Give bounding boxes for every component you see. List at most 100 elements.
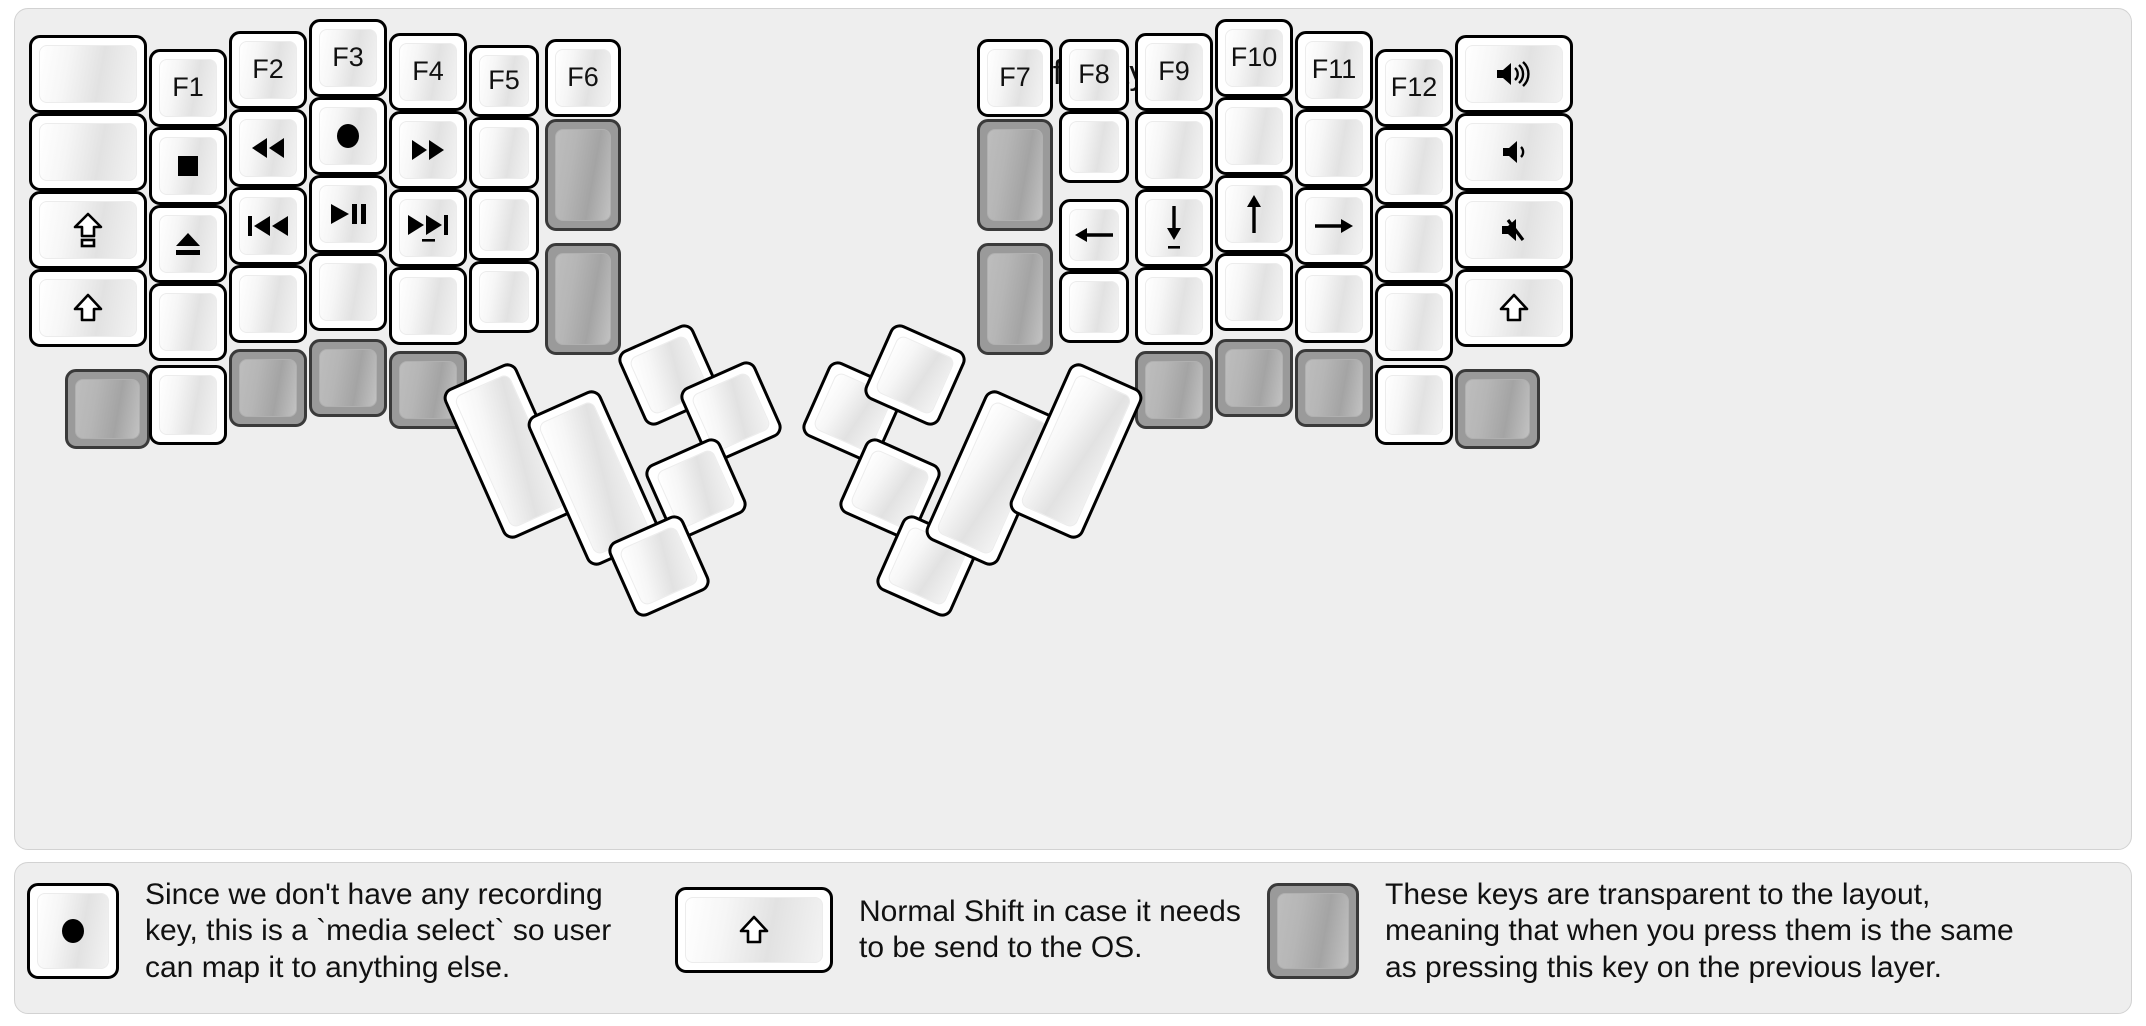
key-l-c4-r1-f3[interactable]: F3 <box>309 19 387 97</box>
key-l-c1-r4-shift[interactable] <box>29 269 147 347</box>
keycap-face: F7 <box>987 49 1043 107</box>
keycap-face <box>39 201 137 259</box>
key-label: F3 <box>332 41 364 72</box>
keycap-face <box>1305 359 1363 417</box>
key-r-c4-r2[interactable] <box>1215 97 1293 175</box>
key-r-c7-r4-shift[interactable] <box>1455 269 1573 347</box>
key-r-c6-r1-f12[interactable]: F12 <box>1375 49 1453 127</box>
key-r-c7-r2-volume-down[interactable] <box>1455 113 1573 191</box>
key-r-c5-r4[interactable] <box>1295 265 1373 343</box>
key-r-c3-r5-transparent[interactable] <box>1135 351 1213 429</box>
key-l-c2-r1-f1[interactable]: F1 <box>149 49 227 127</box>
key-r-c6-r4[interactable] <box>1375 283 1453 361</box>
key-l-c2-r4[interactable] <box>149 283 227 361</box>
key-l-c4-r3-play-pause[interactable] <box>309 175 387 253</box>
keycap-face <box>1305 119 1363 177</box>
legend-item: These keys are transparent to the layout… <box>1267 877 2014 986</box>
key-l-c4-r5-transparent[interactable] <box>309 339 387 417</box>
key-r-c5-r5-transparent[interactable] <box>1295 349 1373 427</box>
legend-description: Normal Shift in case it needs to be send… <box>859 894 1241 964</box>
caps-shift-icon <box>73 212 103 248</box>
keycap-face <box>399 277 457 335</box>
key-l-c6-r3[interactable] <box>469 189 539 261</box>
key-r-c7-r1-volume-up[interactable] <box>1455 35 1573 113</box>
keycap-face <box>159 293 217 351</box>
key-l-c3-r1-f2[interactable]: F2 <box>229 31 307 109</box>
keycap-face <box>618 525 700 607</box>
key-l-c1-r5-transparent[interactable] <box>65 369 150 449</box>
key-l-c5-r4[interactable] <box>389 267 467 345</box>
keycap-face <box>479 127 529 179</box>
key-l-c5-r3-next-track[interactable] <box>389 189 467 267</box>
keycap-face <box>1385 375 1443 435</box>
key-r-c5-r2[interactable] <box>1295 109 1373 187</box>
key-l-c2-r2-stop[interactable] <box>149 127 227 205</box>
keycap-face <box>1277 893 1349 970</box>
record-dot-icon <box>334 122 362 150</box>
arrow-up-icon <box>1241 193 1267 235</box>
key-l-c7-r1-f6[interactable]: F6 <box>545 39 621 117</box>
key-l-c1-r3-caps-shift[interactable] <box>29 191 147 269</box>
key-r-c5-r3-right-arrow[interactable] <box>1295 187 1373 265</box>
key-l-c6-r1-f5[interactable]: F5 <box>469 45 539 117</box>
keycap-face <box>37 893 109 970</box>
key-l-c5-r1-f4[interactable]: F4 <box>389 33 467 111</box>
eject-icon <box>172 230 204 258</box>
keycap-face: F2 <box>239 41 297 99</box>
key-l-c6-r2[interactable] <box>469 117 539 189</box>
key-label: F4 <box>412 55 444 86</box>
keycap-face <box>1465 45 1563 103</box>
key-l-c3-r4[interactable] <box>229 265 307 343</box>
volume-down-icon <box>1499 138 1529 166</box>
key-r-c6-r5[interactable] <box>1375 365 1453 445</box>
key-label: F1 <box>172 71 204 102</box>
key-r-c7-r5-transparent[interactable] <box>1455 369 1540 449</box>
key-r-c5-r1-f11[interactable]: F11 <box>1295 31 1373 109</box>
key-l-c2-r5[interactable] <box>149 365 227 445</box>
legend-sample-key <box>27 883 119 980</box>
key-r-c1-r1-f7[interactable]: F7 <box>977 39 1053 117</box>
key-r-c6-r3[interactable] <box>1375 205 1453 283</box>
keycap-face <box>1465 379 1530 439</box>
key-l-c1-r2[interactable] <box>29 113 147 191</box>
keycap-face <box>399 199 457 257</box>
play-pause-icon <box>328 201 368 227</box>
key-l-c1-r1[interactable] <box>29 35 147 113</box>
key-r-c3-r2[interactable] <box>1135 111 1213 189</box>
key-l-c7-r2-transparent[interactable] <box>545 119 621 231</box>
key-label: F9 <box>1158 55 1190 86</box>
key-r-c4-r5-transparent[interactable] <box>1215 339 1293 417</box>
key-r-c2-r3-left-arrow[interactable] <box>1059 199 1129 271</box>
keycap-face <box>1069 209 1119 261</box>
key-r-c2-r2[interactable] <box>1059 111 1129 183</box>
key-r-c4-r3-up-arrow[interactable] <box>1215 175 1293 253</box>
key-label: F6 <box>567 61 599 92</box>
key-l-c5-r2-fast-forward[interactable] <box>389 111 467 189</box>
key-r-c7-r3-volume-mute[interactable] <box>1455 191 1573 269</box>
key-l-c2-r3-eject[interactable] <box>149 205 227 283</box>
key-r-c3-r3-down-arrow[interactable] <box>1135 189 1213 267</box>
key-l-c7-r3-transparent[interactable] <box>545 243 621 355</box>
key-r-c4-r1-f10[interactable]: F10 <box>1215 19 1293 97</box>
key-r-c3-r4[interactable] <box>1135 267 1213 345</box>
key-r-c4-r4[interactable] <box>1215 253 1293 331</box>
legend-description: Since we don't have any recording key, t… <box>145 878 612 984</box>
keycap-face <box>1019 373 1133 529</box>
key-r-c2-r1-f8[interactable]: F8 <box>1059 39 1129 111</box>
legend-item: Normal Shift in case it needs to be send… <box>675 887 1241 973</box>
keycap-face <box>987 253 1043 345</box>
key-r-c6-r2[interactable] <box>1375 127 1453 205</box>
key-l-c6-r4[interactable] <box>469 261 539 333</box>
key-l-c3-r2-rewind[interactable] <box>229 109 307 187</box>
key-l-c3-r5-transparent[interactable] <box>229 349 307 427</box>
key-r-c3-r1-f9[interactable]: F9 <box>1135 33 1213 111</box>
key-r-c2-r4[interactable] <box>1059 271 1129 343</box>
key-r-c1-r3-transparent[interactable] <box>977 243 1053 355</box>
key-r-c1-r2-transparent[interactable] <box>977 119 1053 231</box>
keycap-face <box>239 275 297 333</box>
key-l-c4-r2-record[interactable] <box>309 97 387 175</box>
keycap-face <box>1225 185 1283 243</box>
key-l-c4-r4[interactable] <box>309 253 387 331</box>
keycap-face <box>1465 123 1563 181</box>
key-l-c3-r3-prev-track[interactable] <box>229 187 307 265</box>
